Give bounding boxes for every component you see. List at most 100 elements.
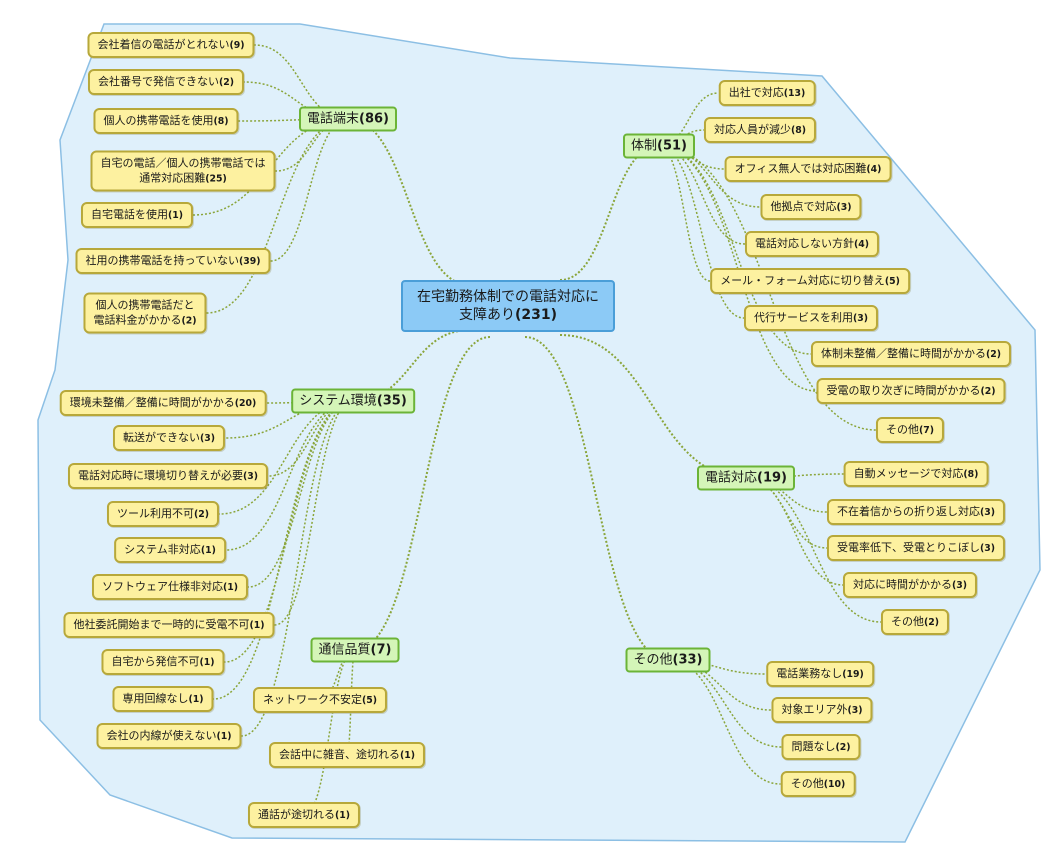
leaf-node[interactable]: 対応人員が減少(8) (703, 117, 817, 143)
connector-line (559, 145, 660, 281)
leaf-node[interactable]: その他(10) (780, 771, 856, 797)
connector-line (745, 477, 882, 623)
leaf-label: 対象エリア外 (781, 703, 848, 716)
leaf-node[interactable]: 対応に時間がかかる(3) (842, 572, 978, 598)
branch-terminal[interactable]: 電話端末(86) (299, 106, 397, 132)
leaf-node[interactable]: 会社の内線が使えない(1) (96, 723, 242, 749)
leaf-node[interactable]: 会社着信の電話がとれない(9) (87, 32, 255, 58)
leaf-count: (3) (836, 202, 852, 213)
leaf-node[interactable]: 受電の取り次ぎに時間がかかる(2) (816, 378, 1006, 404)
branch-count: (7) (370, 642, 392, 658)
leaf-count: (8) (963, 469, 979, 480)
leaf-node[interactable]: メール・フォーム対応に切り替え(5) (710, 268, 910, 294)
leaf-node[interactable]: 会社番号で発信できない(2) (87, 69, 245, 95)
leaf-label: 環境未整備／整備に時間がかかる (69, 396, 235, 409)
leaf-node[interactable]: 他社委託開始まで一時的に受電不可(1) (63, 612, 275, 638)
leaf-count: (1) (200, 545, 216, 556)
leaf-node[interactable]: 問題なし(2) (781, 734, 861, 760)
connector-line (224, 400, 354, 663)
leaf-node[interactable]: 出社で対応(13) (718, 80, 816, 106)
connector-line (241, 400, 354, 737)
leaf-node[interactable]: 対象エリア外(3) (771, 697, 873, 723)
leaf-node[interactable]: 会話中に雑音、途切れる(1) (268, 742, 426, 768)
branch-other[interactable]: その他(33) (625, 647, 711, 673)
leaf-count: (3) (979, 543, 996, 554)
connector-line (658, 145, 746, 245)
branch-system[interactable]: システム環境(35) (291, 388, 415, 414)
leaf-node[interactable]: その他(7) (875, 417, 945, 443)
connector-line (303, 649, 356, 816)
leaf-label: 対応に時間がかかる (852, 578, 952, 591)
leaf-count: (1) (222, 582, 239, 593)
leaf-label: 不在着信からの折り返し対応 (836, 505, 980, 518)
branch-quality[interactable]: 通信品質(7) (310, 637, 400, 663)
leaf-node[interactable]: 個人の携帯電話を使用(8) (93, 108, 239, 134)
leaf-node[interactable]: ネットワーク不安定(5) (252, 687, 388, 713)
leaf-node[interactable]: 不在着信からの折り返し対応(3) (826, 499, 1006, 525)
leaf-node[interactable]: 自宅電話を使用(1) (80, 202, 194, 228)
leaf-node[interactable]: 体制未整備／整備に時間がかかる(2) (810, 341, 1012, 367)
leaf-node[interactable]: 通話が途切れる(1) (247, 802, 361, 828)
leaf-count: (3) (979, 507, 996, 518)
leaf-node[interactable]: 環境未整備／整備に時間がかかる(20) (59, 390, 267, 416)
leaf-count: (8) (790, 125, 807, 136)
leaf-node[interactable]: 電話対応時に環境切り替えが必要(3) (67, 463, 269, 489)
leaf-node[interactable]: 受電率低下、受電とりこぼし(3) (826, 535, 1006, 561)
leaf-count: (1) (399, 750, 416, 761)
leaf-node[interactable]: 電話対応しない方針(4) (744, 231, 880, 257)
leaf-label: 自宅電話を使用 (90, 208, 168, 221)
leaf-node[interactable]: オフィス無人では対応困難(4) (724, 156, 892, 182)
leaf-label: 他拠点で対応 (770, 200, 837, 213)
leaf-node[interactable]: ソフトウェア仕様非対応(1) (91, 574, 249, 600)
connector-line (524, 336, 669, 661)
leaf-label: 個人の携帯電話を使用 (103, 114, 214, 127)
leaf-label: 転送ができない (122, 431, 200, 444)
leaf-node[interactable]: 転送ができない(3) (112, 425, 226, 451)
leaf-label: 会社番号で発信できない (97, 75, 219, 88)
leaf-count: (1) (216, 731, 232, 742)
connector-line (658, 145, 761, 208)
connector-line (270, 118, 349, 262)
branch-count: (86) (359, 111, 389, 127)
leaf-count: (4) (853, 239, 870, 250)
leaf-count: (8) (213, 116, 229, 127)
leaf-node[interactable]: 電話業務なし(19) (766, 661, 874, 687)
leaf-label: 受電の取り次ぎに時間がかかる (826, 384, 981, 397)
leaf-count: (1) (199, 657, 215, 668)
leaf-node[interactable]: 自動メッセージで対応(8) (843, 461, 989, 487)
leaf-label: 電話業務なし (776, 667, 843, 680)
branch-count: (51) (657, 138, 687, 154)
leaf-node[interactable]: 自宅の電話／個人の携帯電話では 通常対応困難(25) (90, 150, 276, 192)
connector-line (745, 477, 828, 513)
branch-label: 体制 (631, 138, 658, 154)
leaf-label: ソフトウェア仕様非対応 (101, 580, 223, 593)
leaf-label: 代行サービスを利用 (753, 311, 853, 324)
root-node[interactable]: 在宅勤務体制での電話対応に 支障あり(231) (401, 280, 615, 332)
leaf-node[interactable]: 他拠点で対応(3) (760, 194, 862, 220)
leaf-node[interactable]: 個人の携帯電話だと 電話料金がかかる(2) (83, 292, 207, 334)
leaf-label: その他 (885, 423, 919, 436)
leaf-count: (1) (167, 210, 184, 221)
leaf-node[interactable]: その他(2) (880, 609, 950, 635)
leaf-count: (20) (234, 398, 257, 409)
leaf-count: (39) (238, 256, 261, 267)
leaf-node[interactable]: 自宅から発信不可(1) (101, 649, 225, 675)
leaf-label: 電話対応時に環境切り替えが必要 (77, 469, 243, 482)
branch-handling[interactable]: 電話対応(19) (697, 465, 795, 491)
leaf-count: (2) (923, 617, 940, 628)
connector-line (667, 659, 781, 785)
leaf-label: ネットワーク不安定 (262, 693, 362, 706)
branch-structure[interactable]: 体制(51) (623, 133, 695, 159)
branch-label: 電話端末 (307, 111, 360, 127)
branch-label: 通信品質 (318, 642, 371, 658)
leaf-label: 問題なし (791, 740, 836, 753)
leaf-node[interactable]: 代行サービスを利用(3) (743, 305, 879, 331)
leaf-node[interactable]: ツール利用不可(2) (106, 501, 220, 527)
leaf-label: 出社で対応 (728, 86, 784, 99)
leaf-node[interactable]: 社用の携帯電話を持っていない(39) (75, 248, 271, 274)
leaf-node[interactable]: 専用回線なし(1) (112, 686, 214, 712)
connector-line (225, 400, 354, 551)
leaf-node[interactable]: システム非対応(1) (114, 537, 226, 563)
leaf-label: 体制未整備／整備に時間がかかる (820, 347, 986, 360)
leaf-count: (1) (188, 694, 204, 705)
